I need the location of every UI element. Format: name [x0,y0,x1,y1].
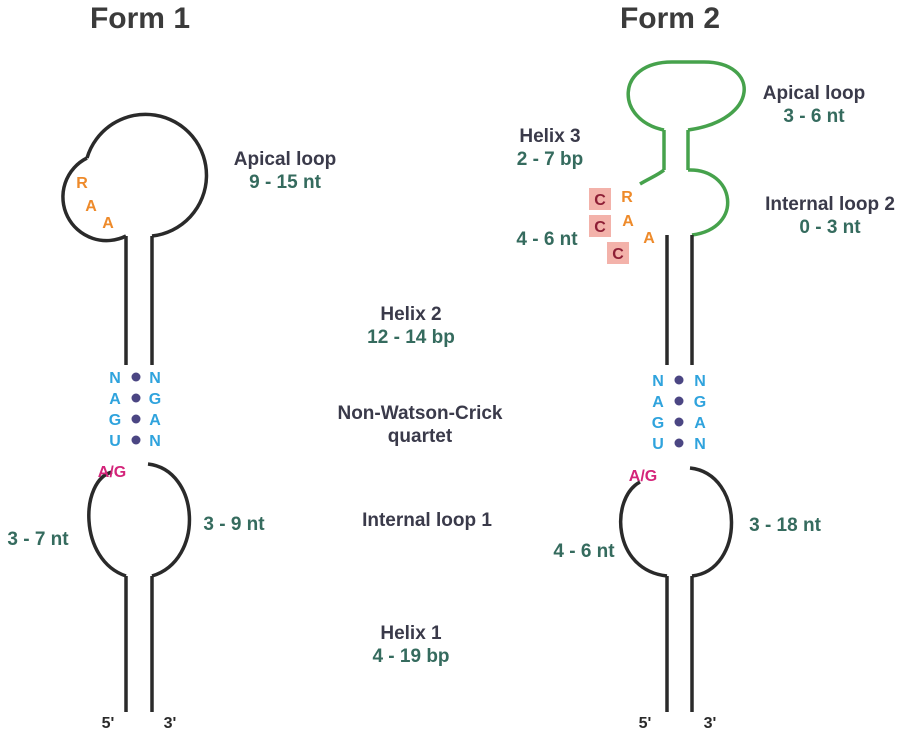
form1-internal-left-size: 3 - 7 nt [7,529,69,550]
form2-c-box-3 [607,242,629,264]
form2-internal-left-size: 4 - 6 nt [553,541,615,562]
form1-apical-loop-arc [85,112,209,238]
form2-quartet-left-4: U [652,436,664,453]
quartet-label-line1: Non-Watson-Crick [337,403,502,424]
form1-ag-label: A/G [98,464,126,481]
form2-internal-loop-left [619,480,668,578]
form2-base-a1: A [622,213,634,230]
form2-base-r: R [621,189,633,206]
form1-quartet-left-4: U [109,433,121,450]
helix2-label: Helix 2 [380,304,441,325]
form2-quartet-left-1: N [652,373,664,390]
form2-apical-loop-size: 3 - 6 nt [783,106,845,127]
form1-pair-dot-3 [131,414,141,424]
form1-three-prime: 3' [164,715,177,732]
form2-apical-loop-label: Apical loop [763,83,865,104]
form2-internal-loop2-size: 0 - 3 nt [799,217,861,238]
form2-helix3-size: 2 - 7 bp [517,149,584,170]
form2-title: Form 2 [620,2,720,35]
form2-internal-loop-right [689,466,734,578]
form2-quartet-left-2: A [652,394,664,411]
form2-c-base-1: C [594,192,606,209]
form2-three-prime: 3' [704,715,717,732]
form2-c-base-3: C [612,246,624,263]
form1-apical-loop-label: Apical loop [234,149,336,170]
form1-quartet-left-2: A [109,391,121,408]
form2-helix3-label: Helix 3 [519,126,580,147]
form1-quartet-right-4: N [149,433,161,450]
form2-c-box-1 [589,188,611,210]
form2-helix3-left-tail [639,168,666,186]
form2-quartet-right-1: N [694,373,706,390]
form2-quartet-left-3: G [652,415,664,432]
form1-apical-loop-left [61,156,127,243]
shared-labels: Helix 2 12 - 14 bp Non-Watson-Crick quar… [337,304,502,667]
form1-internal-right-size: 3 - 9 nt [203,514,265,535]
form2-pair-dot-1 [674,375,684,385]
form2-five-prime: 5' [639,715,652,732]
helix1-label: Helix 1 [380,623,442,644]
form1-structure: Form 1 R A A N A G U N G A N A/G 3 - 7 n… [7,2,336,732]
helix2-size: 12 - 14 bp [367,327,455,348]
form2-c-box-2 [589,215,611,237]
form2-pair-dot-2 [674,396,684,406]
internal-loop1-label: Internal loop 1 [362,510,492,531]
form1-pair-dot-2 [131,393,141,403]
form2-c-segment-size: 4 - 6 nt [516,229,578,250]
form2-structure: Form 2 C C C R A A N A G U N G A N A/G [516,2,895,732]
form1-apical-loop-size: 9 - 15 nt [249,172,321,193]
form2-internal-loop2-label: Internal loop 2 [765,194,895,215]
form1-base-a1: A [85,198,97,215]
form1-base-a2: A [102,215,114,232]
quartet-label-line2: quartet [388,426,453,447]
helix1-size: 4 - 19 bp [372,646,449,667]
form2-ag-label: A/G [629,468,657,485]
form2-pair-dot-4 [674,438,684,448]
form2-apical-loop [626,60,746,132]
form1-pair-dot-1 [131,372,141,382]
form2-quartet-right-4: N [694,436,706,453]
form1-internal-loop-left [87,470,127,578]
form1-internal-loop-right [147,462,192,578]
form2-base-a2: A [643,230,655,247]
form1-quartet-right-3: A [149,412,161,429]
form2-internal-right-size: 3 - 18 nt [749,515,821,536]
form2-pair-dot-3 [674,417,684,427]
form2-internal-loop2 [687,168,730,237]
form2-quartet-right-2: G [694,394,706,411]
form1-quartet-right-1: N [149,370,161,387]
form1-base-r: R [76,175,88,192]
form1-quartet-left-3: G [109,412,121,429]
form1-quartet-right-2: G [149,391,161,408]
form1-five-prime: 5' [102,715,115,732]
form1-title: Form 1 [90,2,190,35]
form1-quartet-left-1: N [109,370,121,387]
form2-c-base-2: C [594,219,606,236]
form2-quartet-right-3: A [694,415,706,432]
form1-pair-dot-4 [131,435,141,445]
